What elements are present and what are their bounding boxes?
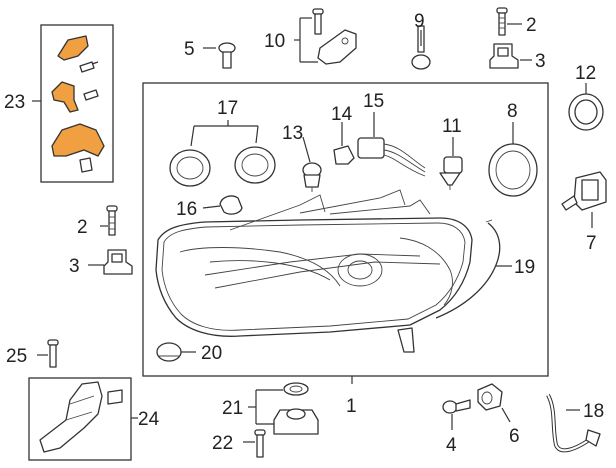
headlamp-housing	[155, 189, 473, 353]
callout-22: 22	[212, 433, 233, 454]
ballast-module	[561, 171, 607, 211]
callout-12: 12	[575, 63, 596, 84]
highlight-group-frame	[40, 24, 114, 183]
dust-cap-20	[156, 342, 182, 362]
bolt-left-top	[218, 42, 236, 69]
callout-2-top: 2	[526, 15, 537, 36]
clip-nut-left	[103, 249, 133, 275]
callout-1: 1	[346, 396, 357, 417]
callout-3-top: 3	[535, 51, 546, 72]
callout-13: 13	[282, 123, 303, 144]
mount-bracket-with-bolt	[312, 8, 357, 65]
bracket-group-frame	[28, 377, 132, 461]
callout-9: 9	[414, 11, 425, 32]
highlighted-bracket-set-23	[51, 35, 105, 173]
callout-10: 10	[264, 31, 285, 52]
callout-6: 6	[509, 426, 520, 447]
callout-21: 21	[222, 398, 243, 419]
connector-15	[357, 137, 426, 177]
callout-8: 8	[507, 101, 518, 122]
callout-24: 24	[138, 409, 160, 430]
callout-14: 14	[331, 104, 353, 125]
bulb-11	[439, 156, 463, 190]
callout-15: 15	[363, 91, 384, 112]
callout-5: 5	[184, 39, 195, 60]
callout-16: 16	[176, 199, 197, 220]
screw-25	[47, 339, 59, 368]
harness-wire	[435, 222, 501, 319]
leader-lines	[32, 17, 593, 443]
callout-labels: 1 2 3 5 9 10 12 7 8 11 15 14 13 17 16 19…	[4, 11, 604, 456]
socket-14	[333, 145, 355, 165]
callout-17: 17	[217, 98, 238, 119]
clip-nut-top-right	[489, 43, 519, 69]
callout-20: 20	[201, 343, 222, 364]
retaining-clip-16	[219, 195, 243, 215]
callout-2-left: 2	[77, 217, 88, 238]
callout-19: 19	[514, 257, 535, 278]
grommet-left	[169, 149, 211, 187]
headlamp-assembly-frame	[142, 82, 549, 377]
mounting-bracket-24	[39, 381, 123, 453]
bolt-4	[442, 399, 471, 414]
screw-top-right	[496, 7, 508, 36]
seal-ring	[568, 93, 604, 131]
callout-23: 23	[4, 92, 25, 113]
nut-6	[477, 383, 503, 411]
push-pin	[411, 25, 431, 70]
control-module-21	[273, 382, 319, 435]
callout-4: 4	[446, 435, 457, 456]
washer-hose-18	[546, 394, 601, 453]
callout-18: 18	[583, 401, 604, 422]
screw-22	[254, 429, 266, 458]
grommet-right	[234, 146, 276, 184]
callout-7: 7	[586, 233, 597, 254]
screw-left	[106, 205, 118, 236]
callout-25: 25	[6, 346, 27, 367]
bulb-13	[302, 162, 322, 192]
callout-3-left: 3	[69, 256, 80, 277]
rear-cover	[488, 143, 538, 197]
callout-11: 11	[442, 116, 462, 137]
